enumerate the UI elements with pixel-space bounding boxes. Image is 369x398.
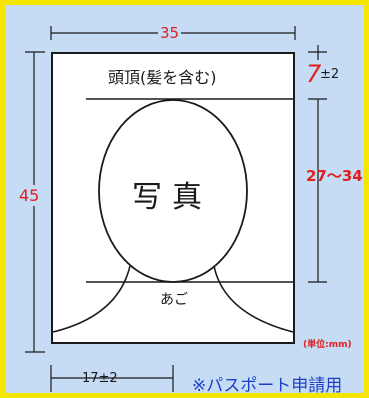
face-height-range: 27〜34 xyxy=(306,167,363,185)
chin-label: あご xyxy=(160,292,188,308)
photo-height-label: 45 xyxy=(19,185,40,206)
side-margin-label: 17±2 xyxy=(82,371,118,386)
bottom-note: ※パスポート申請用 xyxy=(192,376,343,396)
head-oval xyxy=(98,99,248,283)
unit-note: (単位:mm) xyxy=(303,340,352,350)
top-margin-value: 7 xyxy=(306,60,322,88)
crown-label: 頭頂(髪を含む) xyxy=(108,68,217,87)
photo-width-label: 35 xyxy=(158,24,182,42)
top-margin-tolerance: ±2 xyxy=(320,67,340,82)
photo-label: 写真 xyxy=(132,180,212,215)
shoulder-curve-left xyxy=(52,265,131,333)
shoulder-curve-right xyxy=(213,265,294,333)
